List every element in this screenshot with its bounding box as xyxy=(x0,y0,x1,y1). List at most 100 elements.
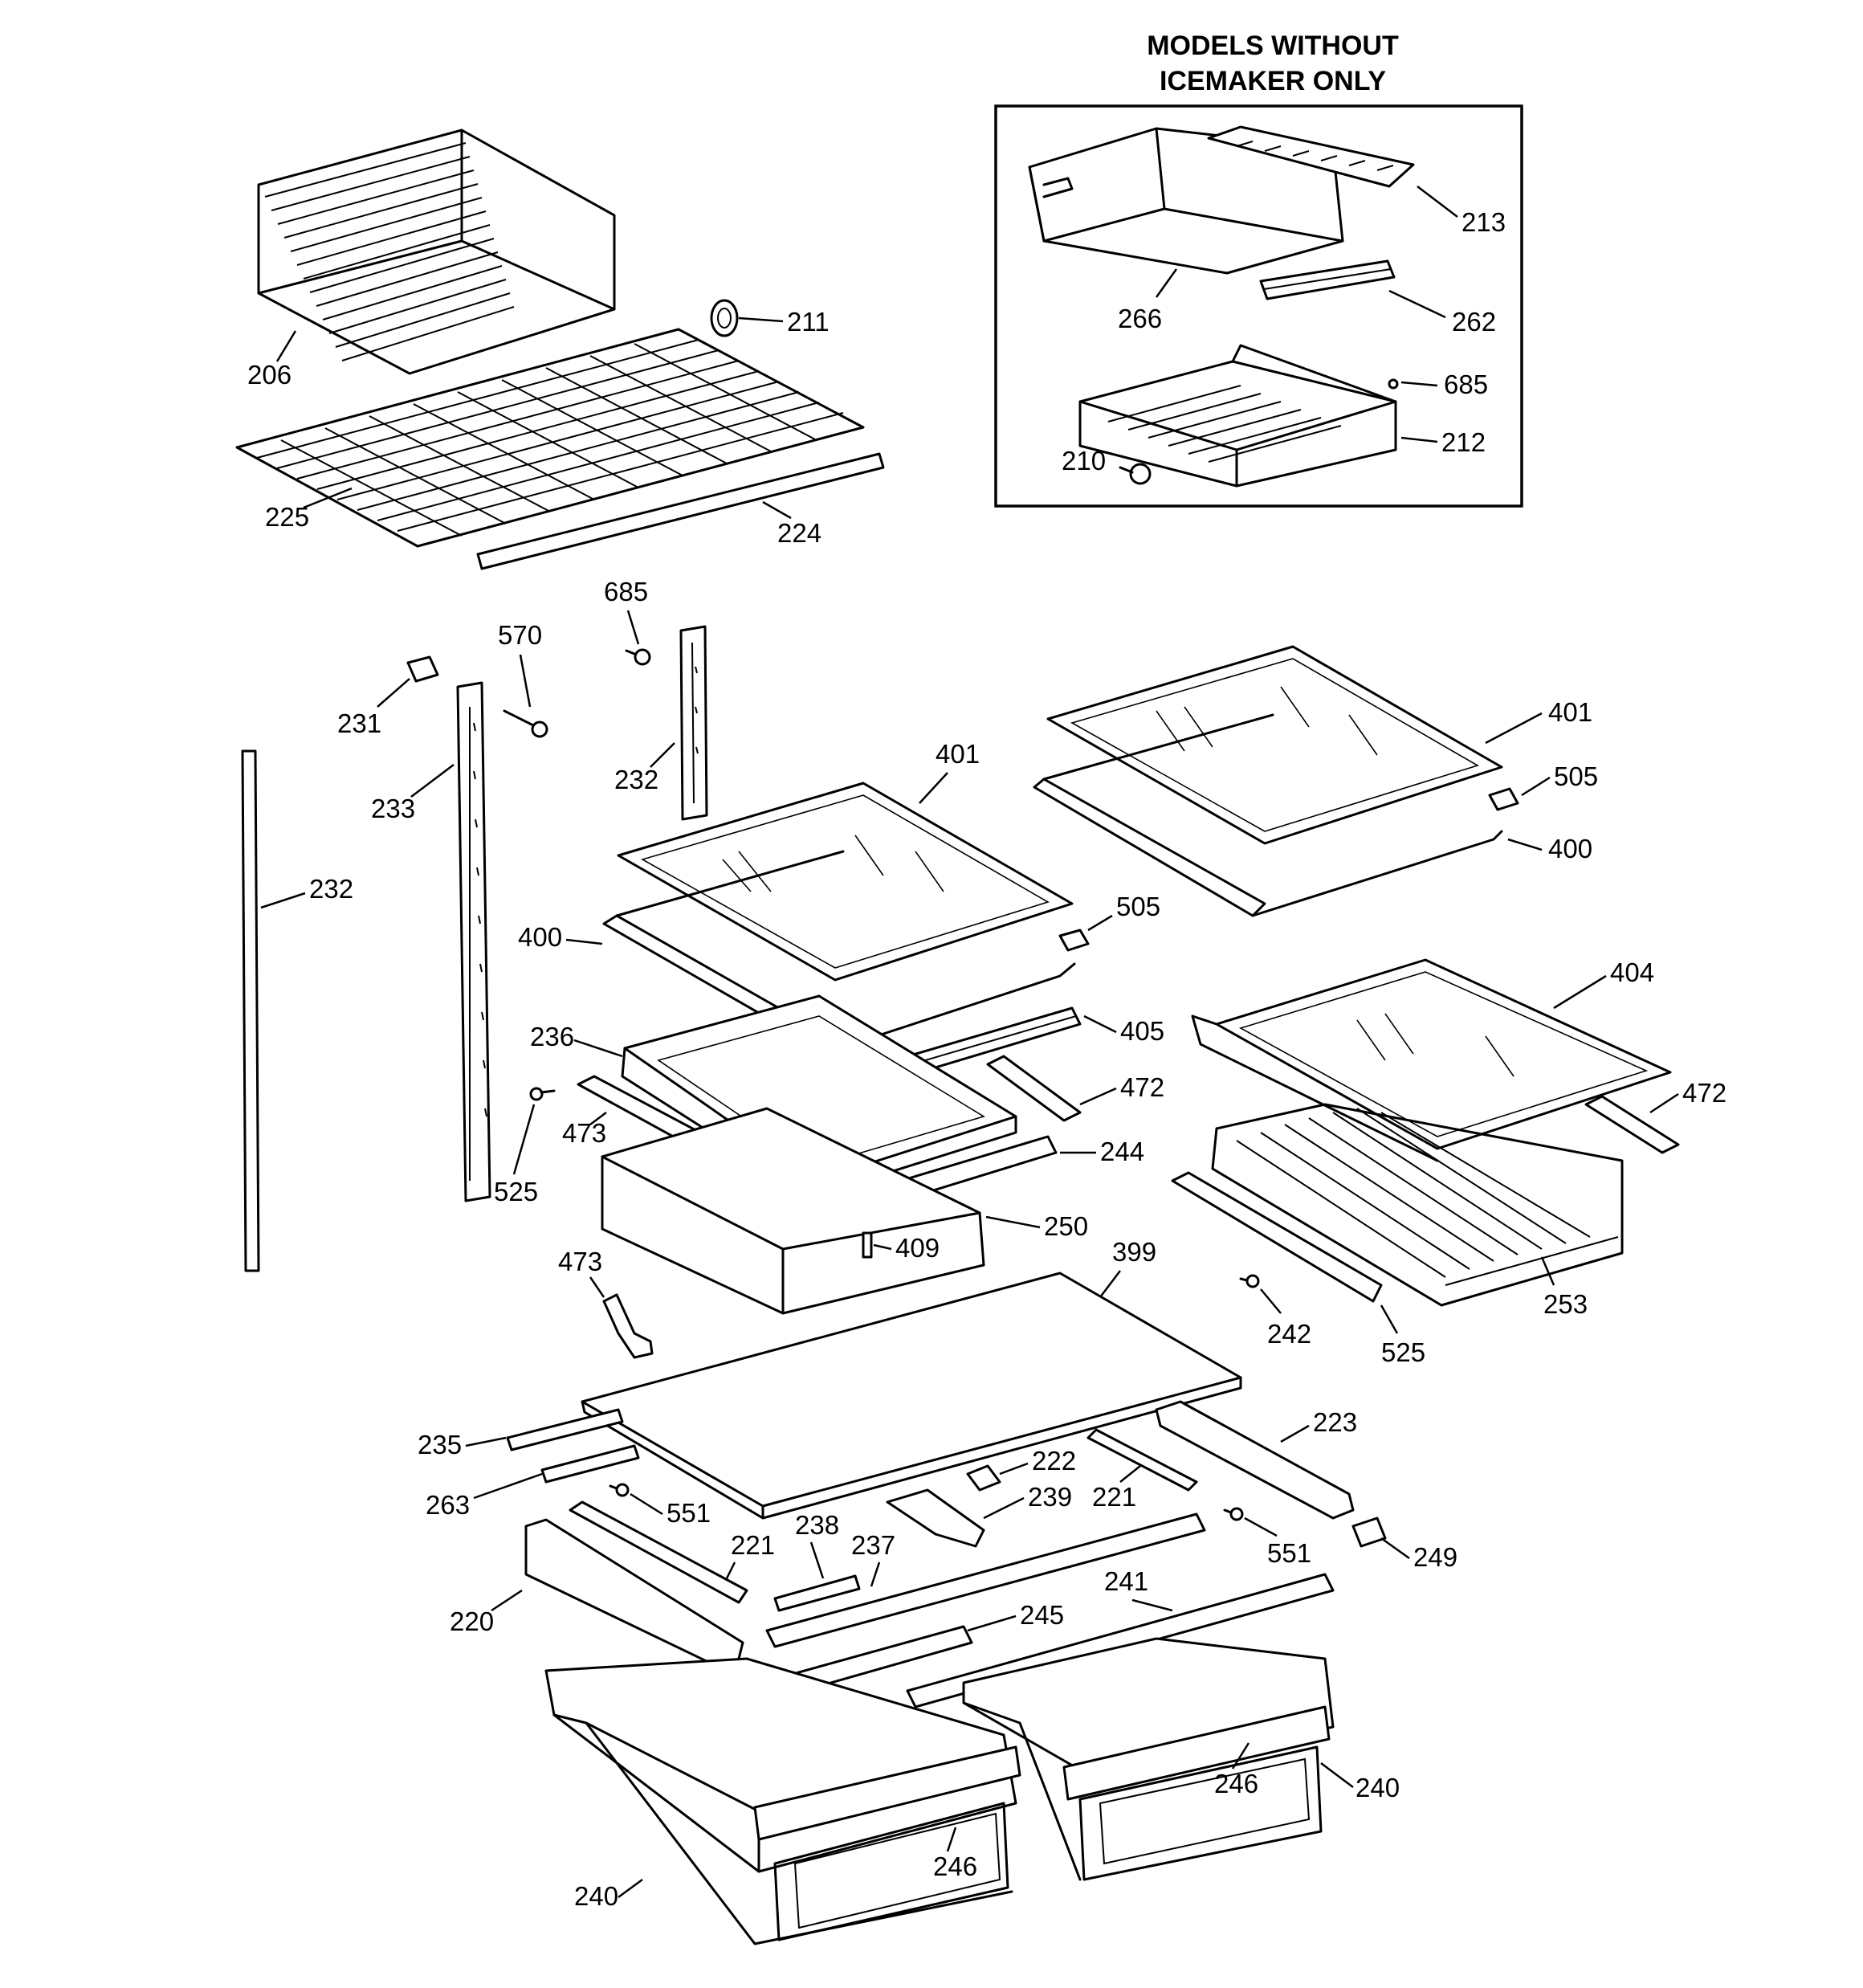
inset-models-without-icemaker: MODELS WITHOUT ICEMAKER ONLY xyxy=(994,31,1523,508)
clip-685-part xyxy=(1388,378,1399,390)
bracket-505-right-part xyxy=(1488,787,1519,811)
callout-473-right: 525 xyxy=(1381,1337,1425,1367)
callout-224: 224 xyxy=(777,518,821,548)
pin-222-part xyxy=(966,1464,1001,1492)
callout-213: 213 xyxy=(1461,207,1506,237)
hinge-253-part xyxy=(602,1293,654,1359)
crisper-drawer-240-right-part xyxy=(962,1637,1335,1881)
bracket-505-left-part xyxy=(1058,929,1090,952)
glass-shelf-401-left-part xyxy=(617,782,1074,982)
callout-212: 212 xyxy=(1441,427,1486,457)
callout-235: 235 xyxy=(418,1430,462,1459)
callout-570: 570 xyxy=(498,620,542,650)
callout-225: 225 xyxy=(265,502,309,532)
callout-249: 249 xyxy=(1413,1542,1457,1572)
callout-253: 473 xyxy=(558,1247,602,1276)
callout-237: 237 xyxy=(851,1530,895,1560)
shelf-frame-400-right-part xyxy=(1033,713,1503,917)
slide-472-right-part xyxy=(1584,1095,1680,1154)
screw-210-part xyxy=(1119,463,1152,485)
callout-246-left: 246 xyxy=(933,1851,977,1881)
callout-241: 241 xyxy=(1104,1566,1148,1596)
callout-401-left: 401 xyxy=(936,739,980,769)
callout-239: 239 xyxy=(1028,1482,1072,1512)
callout-242: 399 xyxy=(1112,1237,1156,1267)
callout-525-right: 242 xyxy=(1267,1319,1311,1349)
callout-551-left: 551 xyxy=(667,1498,711,1528)
ladder-233-part xyxy=(456,681,491,1202)
crisper-drawer-240-left-part xyxy=(544,1657,1021,1945)
callout-685-inset: 685 xyxy=(1444,369,1488,399)
callout-262: 262 xyxy=(1452,307,1496,337)
callout-409: 409 xyxy=(895,1233,940,1263)
bracket-235-part xyxy=(506,1408,624,1451)
trim-224-part xyxy=(476,452,885,570)
callout-232-left: 232 xyxy=(309,874,353,904)
callout-232-center: 232 xyxy=(614,765,658,794)
screw-551-left-part xyxy=(609,1483,630,1497)
callout-240-right: 240 xyxy=(1355,1773,1400,1802)
callout-472-left: 472 xyxy=(1120,1072,1164,1102)
ice-tray-part xyxy=(1207,125,1415,188)
damper-239-part xyxy=(886,1488,985,1548)
callout-505-right: 505 xyxy=(1554,761,1598,791)
screw-551-right-part xyxy=(1223,1507,1244,1521)
inset-title-line2: ICEMAKER ONLY xyxy=(1160,66,1386,96)
rail-232-left-part xyxy=(241,749,260,1272)
callout-505-left: 505 xyxy=(1116,892,1160,921)
callout-246-right: 246 xyxy=(1214,1769,1258,1798)
label-409-part xyxy=(862,1231,873,1259)
callout-236: 236 xyxy=(530,1022,574,1051)
bracket-263-part xyxy=(540,1444,640,1484)
callout-405: 405 xyxy=(1120,1016,1164,1046)
inset-frame xyxy=(994,104,1523,508)
callout-221-lower: 221 xyxy=(731,1530,775,1560)
label-238-part xyxy=(773,1574,861,1612)
support-223-part xyxy=(1155,1400,1355,1520)
callout-211: 211 xyxy=(787,307,830,337)
wire-shelf-225-part xyxy=(235,328,865,548)
callout-400-left: 400 xyxy=(518,922,562,952)
wire-basket-399-part xyxy=(1211,1103,1624,1307)
callout-263: 263 xyxy=(426,1490,470,1520)
screw-525-right-part xyxy=(1239,1274,1260,1288)
callout-525-left: 525 xyxy=(494,1177,538,1206)
callout-244: 244 xyxy=(1100,1137,1144,1166)
rail-237-part xyxy=(765,1512,1206,1648)
screw-525-left-part xyxy=(529,1087,556,1101)
rail-221-lower-part xyxy=(569,1500,748,1604)
callout-240-left: 240 xyxy=(574,1881,618,1911)
ladder-232-center-part xyxy=(679,625,708,821)
thermostat-249-part xyxy=(1351,1517,1387,1548)
callout-206: 206 xyxy=(247,360,291,390)
screw-685-part xyxy=(625,648,651,666)
inset-title-line1: MODELS WITHOUT xyxy=(1147,31,1399,61)
callout-401-right: 401 xyxy=(1548,697,1592,727)
cover-glass-242-part xyxy=(581,1272,1242,1520)
rail-262-part xyxy=(1259,259,1396,300)
callout-399: 253 xyxy=(1543,1289,1588,1319)
drawer-frame-473-right-part xyxy=(1171,1171,1383,1303)
callout-551-right: 551 xyxy=(1267,1538,1311,1568)
tray-212-part xyxy=(1078,344,1397,488)
callout-400-right: 400 xyxy=(1548,834,1592,863)
ice-bin-part xyxy=(1028,127,1344,275)
wire-shelf-206-part xyxy=(257,129,616,375)
callout-210: 210 xyxy=(1062,446,1106,476)
callout-221-upper: 221 xyxy=(1092,1482,1136,1512)
callout-233: 233 xyxy=(371,794,415,823)
callout-238: 238 xyxy=(795,1510,839,1540)
callout-245: 245 xyxy=(1020,1600,1064,1630)
callout-472-right: 472 xyxy=(1682,1078,1726,1108)
callout-266: 266 xyxy=(1118,304,1162,333)
callout-404: 404 xyxy=(1610,957,1654,987)
callout-222: 222 xyxy=(1032,1446,1076,1476)
glass-shelf-401-right-part xyxy=(1046,645,1503,845)
callout-685-main: 685 xyxy=(604,577,648,606)
rail-221-upper-part xyxy=(1086,1428,1198,1492)
callout-223: 223 xyxy=(1313,1407,1357,1437)
clip-231-part xyxy=(406,655,439,683)
callout-250: 250 xyxy=(1044,1211,1088,1241)
callout-220: 220 xyxy=(450,1606,494,1636)
